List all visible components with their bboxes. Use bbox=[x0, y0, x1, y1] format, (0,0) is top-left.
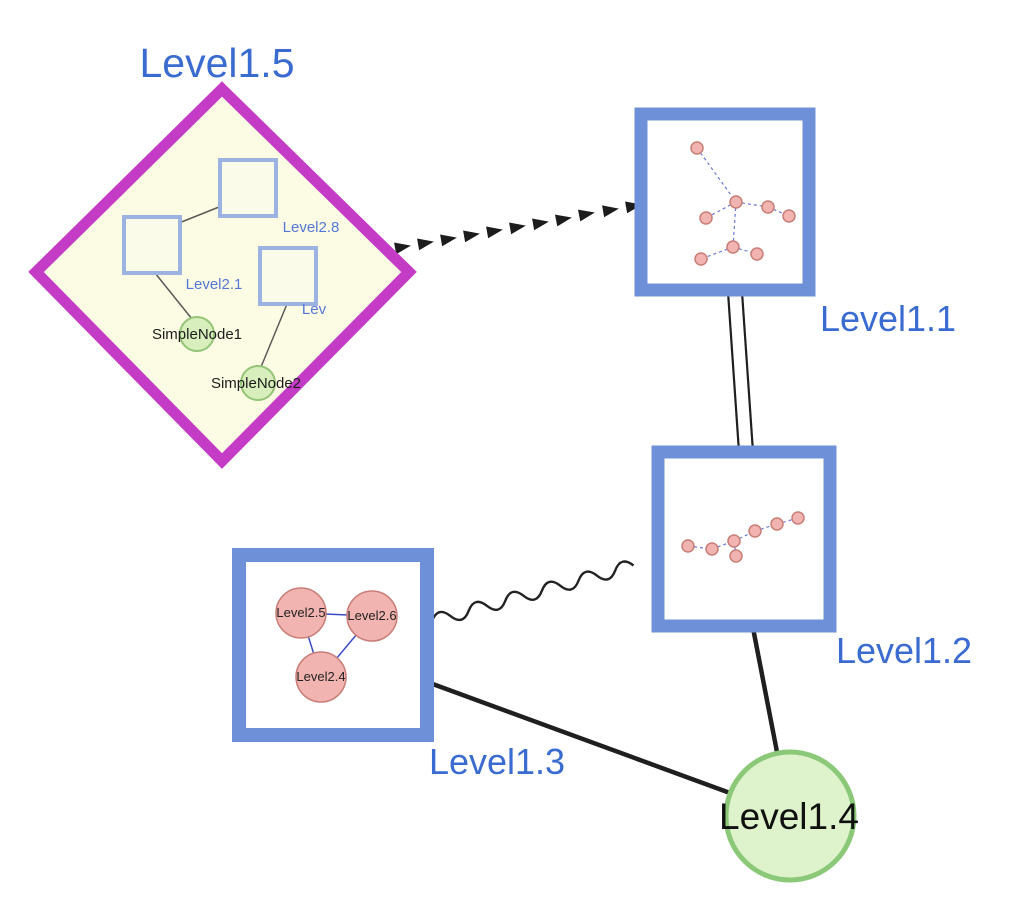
node-level11[interactable] bbox=[634, 107, 816, 297]
mini-node[interactable] bbox=[761, 200, 775, 214]
label-level14: Level1.4 bbox=[719, 796, 859, 837]
label-level15: Level1.5 bbox=[139, 40, 294, 86]
node-level12[interactable] bbox=[651, 445, 837, 633]
node-lev[interactable] bbox=[258, 246, 318, 306]
edge-level13-level12[interactable] bbox=[430, 559, 635, 627]
level11-box[interactable] bbox=[634, 107, 816, 297]
mini-node[interactable] bbox=[750, 247, 764, 261]
mini-node[interactable] bbox=[727, 534, 741, 548]
mini-node[interactable] bbox=[782, 209, 796, 223]
node-level13[interactable]: Level2.5 Level2.6 Level2.4 bbox=[232, 548, 434, 742]
level13-inner-graph: Level2.5 Level2.6 Level2.4 bbox=[275, 587, 398, 703]
edge-level15-level11[interactable] bbox=[394, 201, 642, 255]
mini-node[interactable] bbox=[791, 511, 805, 525]
node-level21[interactable] bbox=[122, 215, 182, 275]
label-simplenode2: SimpleNode2 bbox=[211, 375, 301, 392]
edge-lev-simplenode2 bbox=[260, 303, 288, 368]
label-level11: Level1.1 bbox=[820, 298, 956, 339]
node-level24[interactable] bbox=[295, 651, 347, 703]
mini-node[interactable] bbox=[699, 211, 713, 225]
label-level24: Level2.4 bbox=[296, 669, 345, 684]
edge-level11-level12[interactable] bbox=[726, 291, 755, 453]
edge-level13-level14[interactable] bbox=[429, 680, 731, 796]
mini-node[interactable] bbox=[705, 542, 719, 556]
mini-node[interactable] bbox=[729, 549, 743, 563]
node-simplenode2[interactable] bbox=[240, 365, 276, 401]
mini-node[interactable] bbox=[681, 539, 695, 553]
mini-node[interactable] bbox=[770, 517, 784, 531]
node-level15[interactable]: Level2.8 Level2.1 Lev SimpleNode1 Simple… bbox=[28, 81, 417, 469]
level13-box[interactable] bbox=[232, 548, 434, 742]
mini-node[interactable] bbox=[729, 195, 743, 209]
mini-node[interactable] bbox=[694, 252, 708, 266]
label-simplenode1: SimpleNode1 bbox=[152, 326, 242, 343]
node-simplenode1[interactable] bbox=[179, 316, 215, 352]
edge-level21-simplenode1 bbox=[154, 272, 193, 320]
level12-inner-graph bbox=[681, 511, 805, 563]
level15-diamond[interactable] bbox=[28, 81, 417, 469]
level11-inner-graph bbox=[690, 141, 796, 266]
label-level13: Level1.3 bbox=[429, 741, 565, 782]
node-level26[interactable] bbox=[346, 590, 398, 642]
edge-level12-level14[interactable] bbox=[750, 627, 780, 753]
label-level26: Level2.6 bbox=[347, 608, 396, 623]
label-level21: Level2.1 bbox=[186, 276, 243, 293]
level12-box[interactable] bbox=[651, 445, 837, 633]
node-level28[interactable] bbox=[218, 158, 278, 218]
edge-level28-level21 bbox=[178, 206, 220, 224]
label-lev: Lev bbox=[302, 301, 327, 318]
node-level25[interactable] bbox=[275, 587, 327, 639]
mini-node[interactable] bbox=[726, 240, 740, 254]
mini-node[interactable] bbox=[690, 141, 704, 155]
mini-node[interactable] bbox=[748, 524, 762, 538]
label-level12: Level1.2 bbox=[836, 630, 972, 671]
label-level28: Level2.8 bbox=[283, 219, 340, 236]
label-level25: Level2.5 bbox=[276, 605, 325, 620]
node-level14[interactable] bbox=[723, 749, 857, 883]
